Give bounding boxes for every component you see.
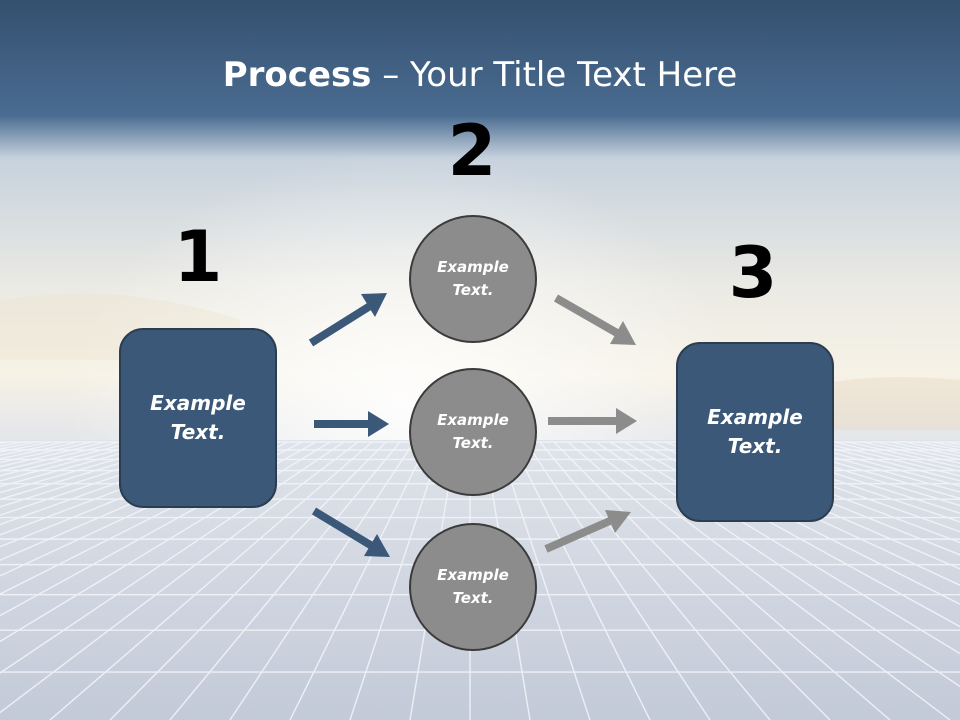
circle-3-text: Example Text. (437, 566, 509, 607)
arrow-from-circle-1 (554, 294, 636, 345)
start-box-text: Example Text. (150, 391, 246, 444)
step-number-1: 1 (173, 216, 223, 298)
title-strong: Process (222, 55, 372, 95)
arrow-to-circle-1 (308, 293, 387, 347)
circle-1-text: Example Text. (437, 258, 509, 299)
step-number-2: 2 (447, 110, 497, 192)
title-rest: – Your Title Text Here (371, 55, 738, 95)
process-circle-2: Example Text. (409, 368, 537, 496)
process-circle-1: Example Text. (409, 215, 537, 343)
arrow-to-circle-2 (314, 411, 389, 437)
circle-2-text: Example Text. (437, 411, 509, 452)
arrow-from-circle-2 (548, 408, 637, 434)
end-box: Example Text. (676, 342, 834, 522)
arrow-from-circle-3 (544, 510, 631, 553)
slide-title: Process – Your Title Text Here (0, 52, 960, 98)
end-box-text: Example Text. (707, 405, 803, 458)
step-number-3: 3 (728, 232, 778, 314)
arrow-to-circle-3 (311, 507, 390, 557)
process-circle-3: Example Text. (409, 523, 537, 651)
start-box: Example Text. (119, 328, 277, 508)
